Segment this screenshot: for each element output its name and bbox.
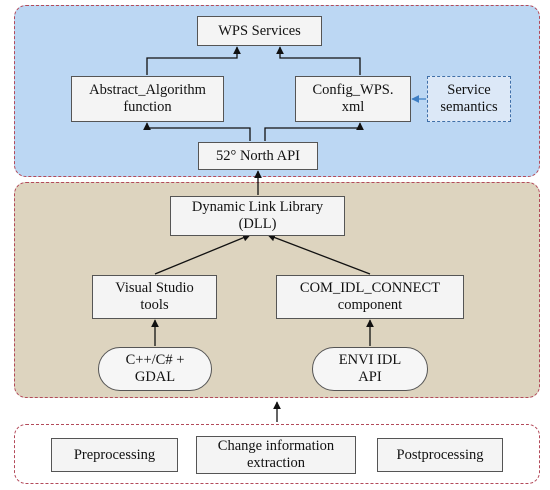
com-idl-connect-box: COM_IDL_CONNECT component bbox=[276, 275, 464, 319]
wps-services-box: WPS Services bbox=[197, 16, 322, 46]
abstract-algorithm-box: Abstract_Algorithm function bbox=[71, 76, 224, 122]
dll-box: Dynamic Link Library (DLL) bbox=[170, 196, 345, 236]
link-abstract-to-wps bbox=[146, 46, 241, 75]
config-wps-box: Config_WPS. xml bbox=[295, 76, 411, 122]
cpp-gdal-box: C++/C# + GDAL bbox=[98, 347, 212, 391]
envi-idl-api-box: ENVI IDL API bbox=[312, 347, 428, 391]
link-com-to-dll bbox=[267, 233, 371, 275]
service-semantics-box: Service semantics bbox=[427, 76, 511, 122]
visual-studio-box: Visual Studio tools bbox=[92, 275, 217, 319]
postprocessing-box: Postprocessing bbox=[377, 438, 503, 472]
north-api-box: 52° North API bbox=[198, 142, 318, 170]
link-api-to-abstract bbox=[143, 122, 251, 141]
change-extraction-box: Change information extraction bbox=[196, 436, 356, 474]
link-api-to-config bbox=[264, 122, 364, 141]
link-config-to-wps bbox=[276, 46, 361, 75]
link-vs-to-dll bbox=[154, 234, 251, 275]
preprocessing-box: Preprocessing bbox=[51, 438, 178, 472]
